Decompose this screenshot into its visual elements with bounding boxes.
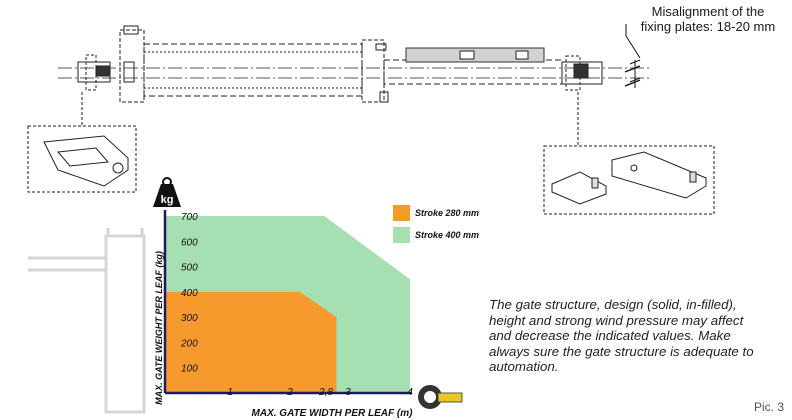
y-tick-label-2: 300 (181, 313, 198, 324)
y-axis-label: MAX. GATE WEIGHT PER LEAF (kg) (154, 251, 164, 405)
y-tick-label-1: 200 (180, 338, 198, 349)
misalignment-note-line1: Misalignment of the (651, 4, 765, 19)
actuator-drawing (58, 24, 650, 103)
note-line-5: automation. (489, 359, 559, 375)
x-tick-label-3: 3 (345, 387, 351, 398)
y-tick-label-0: 100 (181, 364, 198, 375)
misalignment-note: Misalignment of the fixing plates: 18-20… (628, 4, 788, 34)
rear-plate-callout (27, 92, 137, 193)
kg-weight-icon: kg (153, 177, 181, 207)
y-tick-label-6: 700 (181, 212, 198, 223)
x-axis-label: MAX. GATE WIDTH PER LEAF (m) (252, 408, 414, 419)
note-line-3: and decrease the indicated values. Make (489, 328, 731, 344)
x-tick-label-0: 1 (227, 387, 233, 398)
y-tick-label-3: 400 (181, 288, 198, 299)
legend-label-0: Stroke 280 mm (415, 208, 479, 218)
legend-swatch-0 (393, 205, 410, 221)
x-tick-label-1: 2 (286, 387, 293, 398)
x-tick-label-4: 4 (407, 387, 413, 398)
gate-structure-note: The gate structure, design (solid, in-fi… (489, 297, 779, 375)
y-tick-label-4: 500 (181, 263, 198, 274)
measuring-tape-icon (418, 385, 463, 409)
legend-label-1: Stroke 400 mm (415, 230, 479, 240)
misalignment-note-line2: fixing plates: 18-20 mm (640, 19, 776, 34)
gate-post-sketch (28, 228, 146, 414)
picture-label: Pic. 3 (753, 400, 784, 414)
series-area-1 (165, 291, 337, 393)
note-line-2: height and strong wind pressure may affe… (489, 312, 744, 328)
front-plate-callout (543, 92, 715, 215)
legend-swatch-1 (393, 227, 410, 243)
note-line-1: The gate structure, design (solid, in-fi… (489, 297, 737, 312)
y-tick-label-5: 600 (181, 237, 198, 248)
kg-icon-label: kg (161, 194, 174, 206)
note-line-4: always sure the gate structure is adequa… (489, 343, 754, 359)
x-tick-label-2: 2,8 (318, 387, 333, 398)
